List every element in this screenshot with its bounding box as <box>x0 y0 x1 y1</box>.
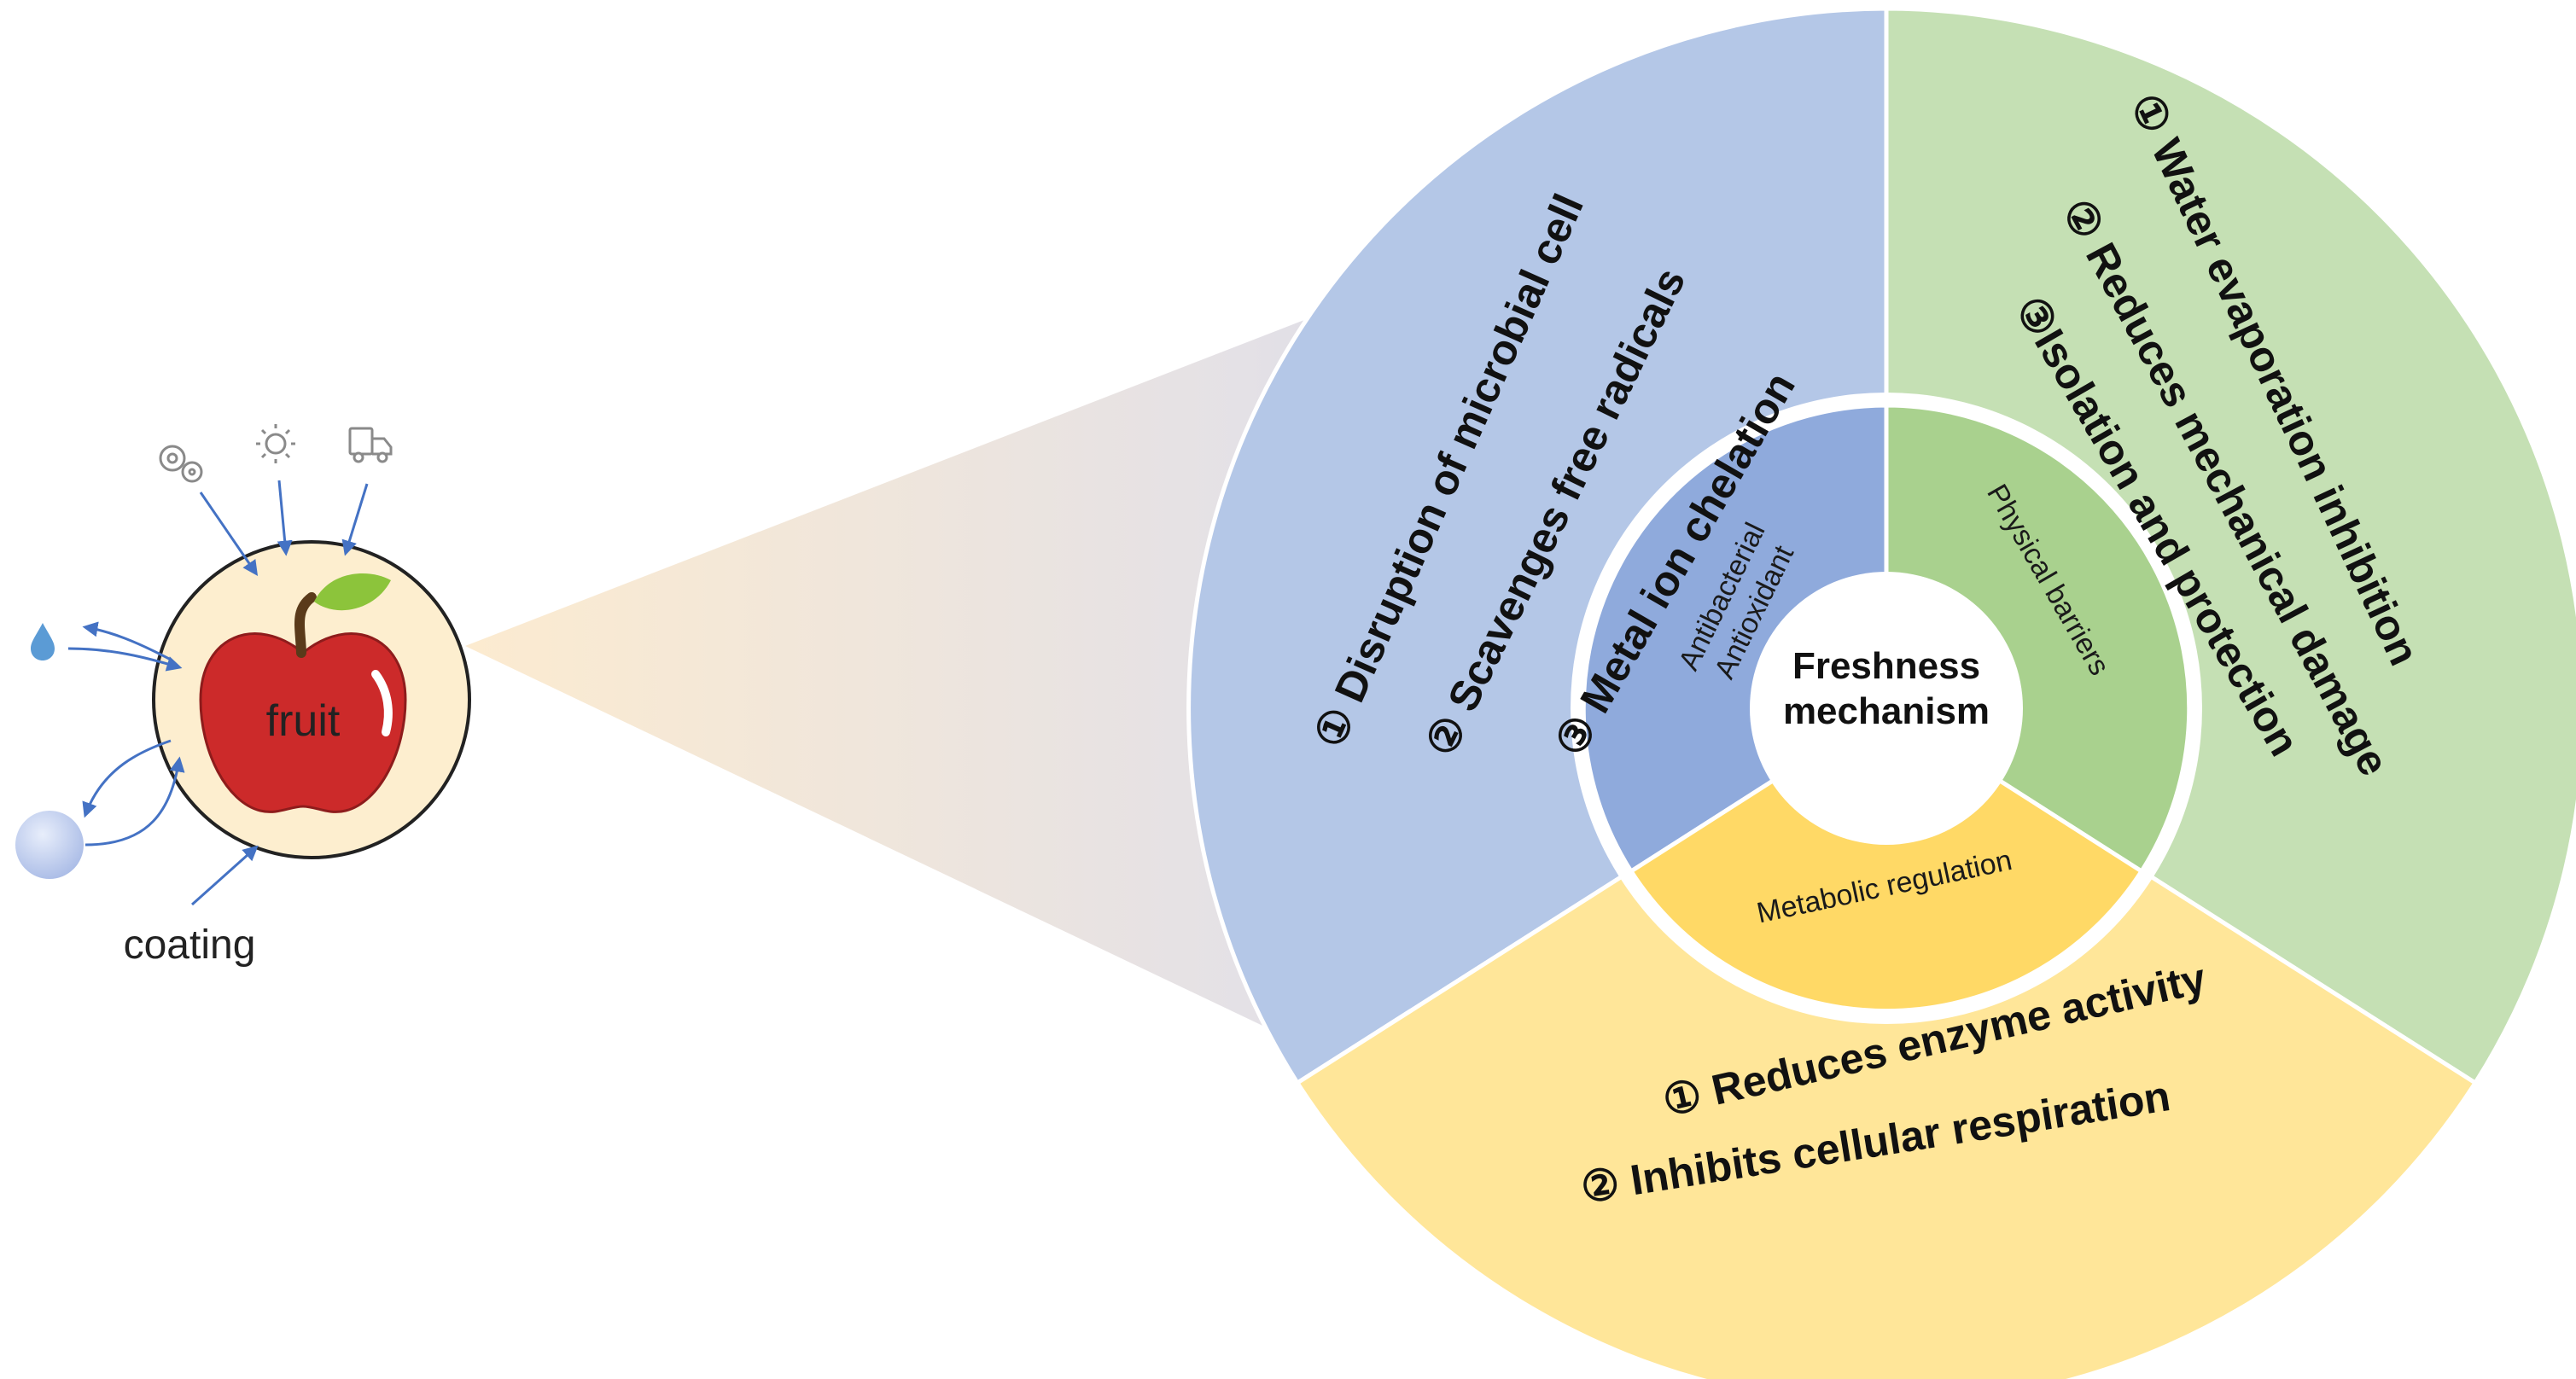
fruit-label: fruit <box>266 696 341 746</box>
arrows <box>67 480 369 906</box>
center-label-line2: mechanism <box>1783 690 1990 732</box>
coating-label: coating <box>124 922 256 968</box>
center-circle <box>1750 572 2023 845</box>
microbe-icon <box>159 445 203 483</box>
water-drop-icon <box>31 623 55 660</box>
truck-icon <box>348 427 393 463</box>
outer-segment-metabolic <box>1294 706 2479 1379</box>
center-label-line1: Freshness <box>1792 645 1980 687</box>
gas-molecule-icon <box>15 811 84 879</box>
apple-icon <box>199 573 407 813</box>
inner-segment-metabolic <box>1628 706 2145 1014</box>
sun-icon <box>256 424 295 463</box>
